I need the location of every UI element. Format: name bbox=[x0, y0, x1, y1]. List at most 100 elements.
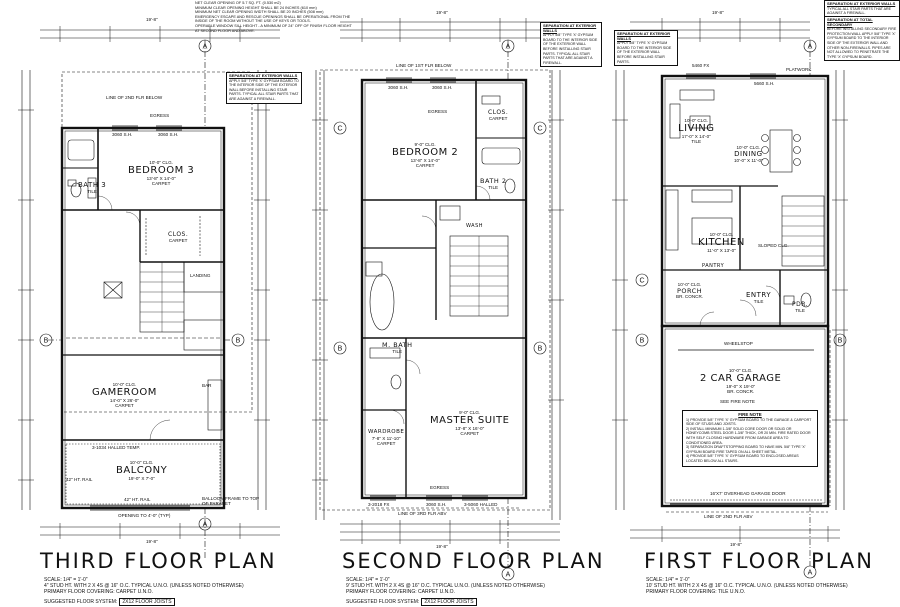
room-living: 10'-0" CLG. LIVING 17'-0" X 14'-0" TILE bbox=[678, 118, 715, 145]
plan-floor-system: SUGGESTED FLOOR SYSTEM:2X12 FLOOR JOISTS bbox=[44, 597, 244, 606]
grid-marker: A bbox=[203, 522, 208, 529]
room-ceiling: 10'-0" CLG. bbox=[728, 368, 753, 373]
plan-title: SECOND FLOOR PLAN bbox=[342, 549, 605, 573]
plan-scale: SCALE: 1/4" = 1'-0" bbox=[646, 577, 690, 583]
room-bedroom-3: 10'-0" CLG. BEDROOM 3 13'-8" X 14'-0" CA… bbox=[128, 160, 194, 187]
see-fire-note-label: SEE FIRE NOTE bbox=[720, 399, 755, 404]
grid-marker: A bbox=[808, 570, 813, 577]
room-name: WASH bbox=[466, 223, 484, 229]
plan-floor-covering: PRIMARY FLOOR COVERING: CARPET U.N.O. bbox=[346, 589, 455, 596]
floor-system-value: 2X12 FLOOR JOISTS bbox=[119, 597, 175, 606]
garage-door-label: 16'X7' OVERHEAD GARAGE DOOR bbox=[710, 491, 786, 496]
room-name: PDR. bbox=[792, 301, 809, 308]
platwork-label: PLATWORK bbox=[786, 67, 812, 72]
plan-floor-system: SUGGESTED FLOOR SYSTEM:2X12 FLOOR JOISTS bbox=[346, 597, 545, 606]
dimension-top: 19'-8" bbox=[146, 17, 158, 22]
wall-separation-note: SEPARATION AT EXTERIOR WALLS APPLY 5/8" … bbox=[226, 72, 302, 104]
grid-marker: A bbox=[506, 572, 511, 579]
plan-notes: SCALE: 1/4" = 1'-0" 9' STUD HT. WITH 2 X… bbox=[346, 577, 545, 606]
room-garage: 10'-0" CLG. 2 CAR GARAGE 19'-0" X 19'-0"… bbox=[700, 368, 781, 395]
room-entry: ENTRY TILE bbox=[746, 292, 771, 305]
room-name: CLOS. bbox=[168, 231, 189, 238]
room-floor: CARPET bbox=[488, 116, 508, 121]
grid-marker: A bbox=[506, 44, 511, 51]
rail-side-label: 42" HT. RAIL bbox=[66, 477, 93, 482]
room-floor: CARPET bbox=[168, 238, 188, 243]
room-dimensions: 10'-0" X 11'-0" bbox=[734, 157, 763, 163]
room-floor: CARPET bbox=[151, 181, 171, 187]
room-floor: CARPET bbox=[115, 403, 134, 409]
room-porch: 10'-0" CLG. PORCH BR. CONCR. bbox=[676, 282, 703, 300]
room-name: M. BATH bbox=[382, 341, 413, 349]
grid-marker: B bbox=[538, 346, 543, 353]
room-floor: CARPET bbox=[376, 441, 396, 447]
grid-marker: A bbox=[808, 44, 813, 51]
line-of-floor-above: LINE OF 2ND FLR ABV bbox=[704, 514, 753, 519]
note-heading: SEPARATION AT EXTERIOR WALLS bbox=[617, 31, 671, 41]
room-gameroom: 10'-0" CLG. GAMEROOM 14'-0" X 26'-0" CAR… bbox=[92, 382, 157, 409]
grid-marker: B bbox=[338, 346, 343, 353]
plan-floor-covering: PRIMARY FLOOR COVERING: TILE U.N.O. bbox=[646, 589, 746, 596]
room-ceiling: 10'-0" CLG. bbox=[129, 460, 154, 465]
plan-notes: SCALE: 1/4" = 1'-0" 10' STUD HT. WITH 2 … bbox=[646, 577, 848, 596]
room-ceiling: 10'-0" CLG. bbox=[684, 118, 709, 123]
bar-label: BAR bbox=[202, 383, 212, 388]
room-name: PANTRY bbox=[702, 263, 725, 269]
egress-label: EGRESS bbox=[428, 109, 448, 114]
fire-note-item: 2) INSTALL MINIMUM 1-3/8" SOLID CORE DOO… bbox=[686, 426, 811, 445]
room-ceiling: 10'-0" CLG. bbox=[677, 282, 702, 287]
grid-marker: A bbox=[203, 44, 208, 51]
room-name: CLOS. bbox=[488, 109, 509, 116]
wall-separation-note: SEPARATION AT EXTERIOR WALLS APPLY 5/8" … bbox=[540, 22, 602, 68]
room-dimensions: 19'-0" X 7'-0" bbox=[128, 475, 155, 481]
dimension-bottom: 19'-8" bbox=[146, 539, 158, 544]
room-name: BATH 3 bbox=[78, 181, 107, 189]
room-name: PORCH bbox=[676, 286, 703, 295]
grid-marker: C bbox=[337, 126, 342, 133]
landing-label: LANDING bbox=[190, 273, 211, 278]
floor-system-label: SUGGESTED FLOOR SYSTEM: bbox=[44, 598, 118, 605]
room-ceiling: 10'-0" CLG. bbox=[736, 145, 761, 150]
room-pantry: PANTRY bbox=[702, 264, 724, 269]
room-name: KITCHEN bbox=[698, 236, 745, 248]
room-ceiling: 9'-0" CLG. bbox=[459, 410, 481, 415]
room-name: MASTER SUITE bbox=[430, 414, 510, 426]
room-floor: BR. CONCR. bbox=[727, 389, 755, 395]
room-name: BEDROOM 3 bbox=[128, 164, 195, 176]
plan-stud-height: 9' STUD HT. WITH 2 X 4S @ 16" O.C. TYPIC… bbox=[346, 583, 545, 590]
room-ceiling: 10'-0" CLG. bbox=[709, 232, 734, 237]
dimension-top: 19'-8" bbox=[436, 10, 448, 15]
window-label: 3060 S.H. bbox=[426, 502, 447, 507]
room-name: 2 CAR GARAGE bbox=[700, 372, 782, 384]
note-heading: SEPARATION AT EXTERIOR WALLS bbox=[827, 1, 896, 6]
secondary-separation-note: SEPARATION AT TOTAL SECONDARY BEFORE INS… bbox=[824, 16, 900, 62]
plan-notes: SCALE: 1/4" = 1'-0" 4" STUD HT. WITH 2 X… bbox=[44, 577, 244, 606]
room-kitchen: 10'-0" CLG. KITCHEN 11'-0" X 13'-0" bbox=[698, 232, 745, 253]
room-name: BEDROOM 2 bbox=[392, 146, 459, 158]
room-ceiling: 10'-0" CLG. bbox=[149, 160, 173, 165]
note-heading: SEPARATION AT TOTAL SECONDARY bbox=[827, 17, 873, 27]
note-body: APPLY 5/8" TYPE 'X' GYPSUM BOARD TO THE … bbox=[229, 78, 299, 101]
room-closet: CLOS. CARPET bbox=[488, 110, 508, 122]
egress-note-line: EMERGENCY ESCAPE AND RESCUE OPENINGS SHA… bbox=[195, 14, 351, 24]
plan-stud-height: 10' STUD HT. WITH 2 X 4S @ 16" O.C. TYPI… bbox=[646, 583, 848, 590]
dimension-top: 19'-8" bbox=[712, 10, 724, 15]
room-dimensions: 14'-0" X 26'-0" bbox=[109, 397, 139, 403]
note-heading: SEPARATION AT EXTERIOR WALLS bbox=[229, 73, 298, 78]
note-body: BEFORE INSTALLING SECONDARY FIRE PROTECT… bbox=[827, 27, 897, 59]
dimension-bottom: 19'-8" bbox=[730, 542, 742, 547]
fire-note-item: 4) PROVIDE 5/8" TYPE 'X' GYPSUM BOARD TO… bbox=[686, 454, 799, 463]
grid-marker: B bbox=[44, 338, 49, 345]
window-label: 5460 FX bbox=[692, 63, 710, 68]
window-label: 3060 S.H. bbox=[432, 85, 453, 90]
line-of-floor-below: LINE OF 2ND FLR BELOW bbox=[106, 95, 163, 100]
egress-note: NET CLEAR OPENING OF 5.7 SQ. FT. (0.530 … bbox=[195, 1, 355, 33]
room-dimensions: 19'-0" X 19'-0" bbox=[726, 383, 756, 389]
room-dimensions: 11'-0" X 13'-0" bbox=[707, 247, 736, 253]
room-master-bath: M. BATH TILE bbox=[382, 342, 413, 354]
line-of-floor-above: LINE OF 3RD FLR ABV bbox=[398, 511, 447, 516]
first-floor-plan: A A B B C 19'-8" 19'-8" SEPARATION AT EX… bbox=[600, 0, 900, 607]
note-body: APPLY 5/8" TYPE 'X' GYPSUM BOARD TO THE … bbox=[617, 41, 672, 64]
room-bedroom-2: 9'-0" CLG. BEDROOM 2 13'-8" X 14'-0" CAR… bbox=[392, 142, 458, 169]
